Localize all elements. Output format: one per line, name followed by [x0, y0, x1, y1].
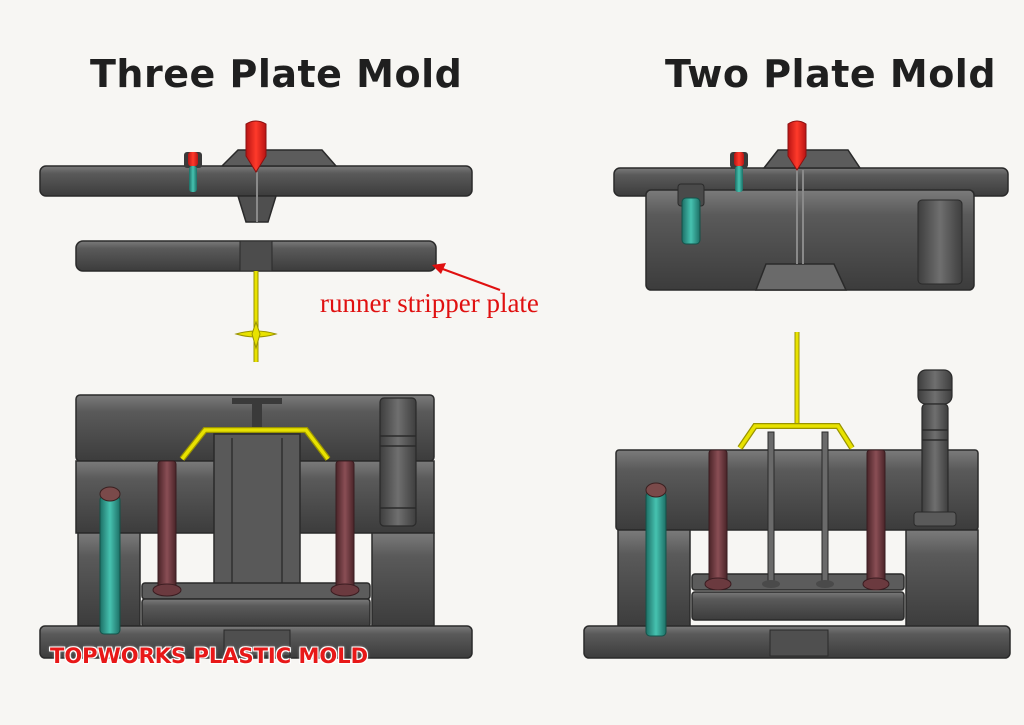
three-plate-mold: [39, 120, 501, 659]
three-plate-mold-title: Three Plate Mold: [90, 52, 463, 96]
ejector-pin-icon: [762, 431, 834, 588]
cooling-connector-icon: [913, 369, 957, 527]
runner-stripper-plate-label: runner stripper plate: [320, 288, 539, 318]
ejector-plates: [141, 582, 371, 628]
sprue-nozzle-icon: [787, 120, 807, 171]
guide-pin-icon: [99, 486, 121, 635]
locating-pin-icon: [184, 152, 202, 192]
guide-bushing-icon: [677, 183, 705, 245]
return-pin-icon: [152, 460, 360, 597]
locating-pin-icon: [730, 152, 748, 192]
brand-watermark: TOPWORKS PLASTIC MOLD: [50, 644, 369, 668]
callout-arrow: [432, 263, 501, 291]
two-plate-mold: [583, 120, 1011, 659]
ejected-runner: [234, 271, 278, 362]
return-pin-icon: [704, 449, 890, 591]
guide-pin-icon: [645, 482, 667, 637]
bottom-clamp-plate: [39, 625, 473, 659]
two-plate-mold-title: Two Plate Mold: [665, 52, 997, 96]
core-insert: [213, 433, 301, 587]
fixed-half: [613, 149, 1009, 291]
runner-stripper-plate: [75, 240, 437, 272]
sprue-nozzle-icon: [245, 120, 267, 173]
ejector-housing: [77, 532, 435, 627]
molded-part: [737, 423, 855, 450]
support-pillar: [379, 397, 417, 527]
moving-half: [583, 449, 1011, 659]
